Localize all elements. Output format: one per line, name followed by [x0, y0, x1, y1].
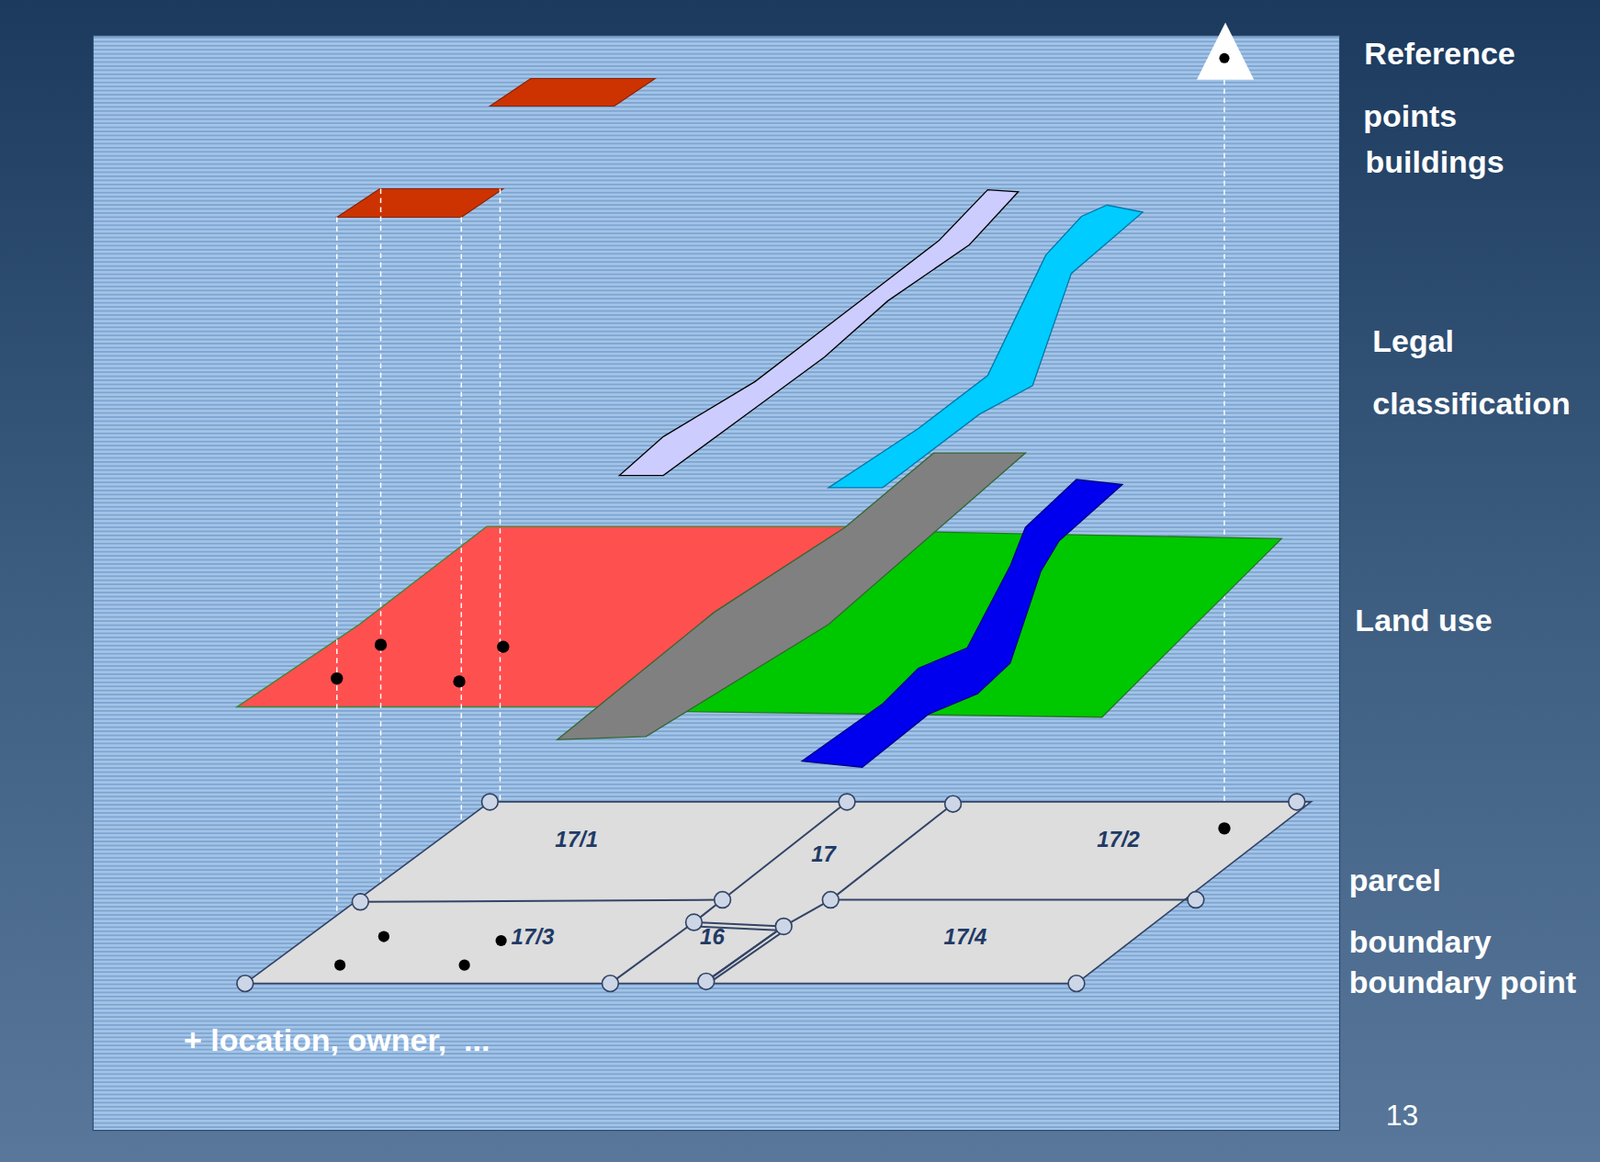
parcel-number: 17/1 [554, 827, 598, 852]
parcel-number: 17/2 [1096, 827, 1140, 852]
projection-line [1223, 79, 1225, 823]
building-shape [489, 78, 655, 107]
boundary-points [236, 793, 1306, 992]
layer-label: boundary [1349, 924, 1492, 959]
page-number: 13 [1385, 1099, 1420, 1132]
building-shape [337, 188, 504, 217]
reference-triangle [1196, 22, 1254, 79]
layer-label: Reference [1363, 36, 1515, 71]
parcel-layer [245, 801, 1312, 984]
parcel-number: 17/4 [944, 924, 988, 949]
layer-label: classification [1372, 386, 1570, 421]
layer-label: buildings [1364, 145, 1504, 180]
parcel-number: 17 [811, 842, 836, 867]
parcel-dots [334, 822, 1231, 971]
layer-label: Legal [1372, 324, 1454, 359]
parcel-boundaries [360, 801, 1196, 984]
landuse-river [801, 479, 1123, 767]
legal-water [828, 204, 1143, 488]
projection-dots [330, 638, 509, 688]
reference-dot [1218, 53, 1229, 64]
layer-label: points [1363, 99, 1457, 134]
layer-label: + location, owner, ... [183, 1023, 490, 1058]
layer-label: boundary point [1349, 965, 1577, 1000]
layer-label: Land use [1354, 603, 1492, 638]
layer-label: parcel [1349, 863, 1442, 898]
legal-strip [619, 190, 1018, 476]
parcel-number: 16 [699, 924, 725, 949]
parcel-number: 17/3 [511, 924, 555, 949]
striped-panel [92, 35, 1340, 1131]
